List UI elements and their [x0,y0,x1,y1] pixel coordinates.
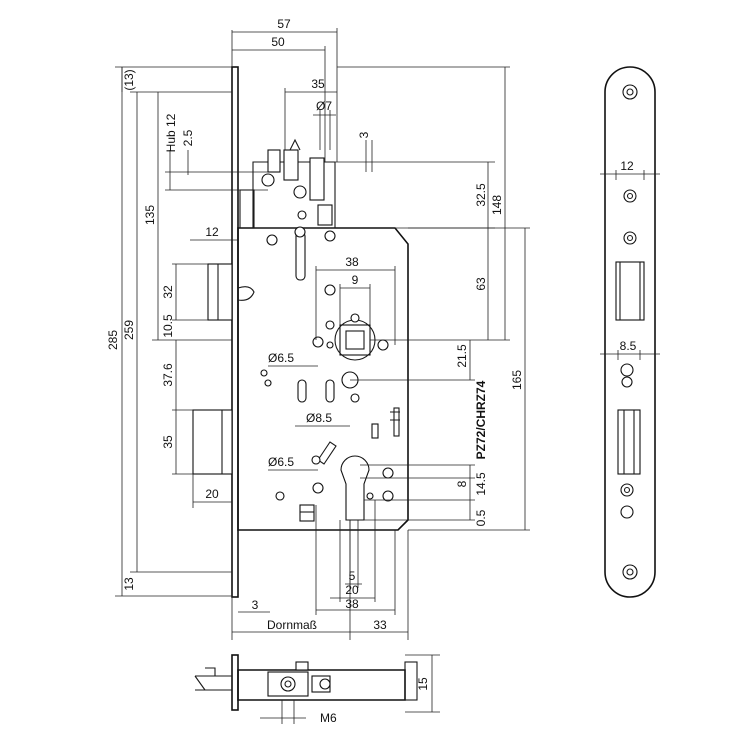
dimension-lines-bottom [231,500,409,640]
cylinder-label: PZ72/CHRZ74 [474,380,488,459]
dead-bolt [192,409,233,475]
dim-14-5: 14.5 [474,472,488,496]
dim-165: 165 [510,370,524,390]
dim-13-top: (13) [122,69,136,90]
dim-diameter-7: Ø7 [316,99,332,113]
dim-9: 9 [352,273,359,287]
dim-5: 5 [349,569,356,583]
dim-3-top: 3 [357,131,371,138]
dim-35-top: 35 [311,77,325,91]
dim-2-5: 2.5 [181,129,195,146]
dim-0-5: 0.5 [474,509,488,526]
dim-38-bottom: 38 [345,597,359,611]
section-dim-15: 15 [416,677,430,691]
right-dimension-labels: 32.5 148 63 21.5 PZ72/CHRZ74 165 8 14.5 … [455,183,524,526]
bottom-dimension-labels: 5 20 38 3 Dornmaß 33 [252,569,387,632]
bottom-section-view: 15 M6 [194,654,440,725]
dimension-lines-right [268,66,530,531]
dim-20-bolt: 20 [205,487,219,501]
plate-dim-12: 12 [620,159,634,173]
faceplate-screw-bottom [622,564,638,580]
dim-3-bottom: 3 [252,598,259,612]
plate-dim-8-5: 8.5 [620,339,637,353]
dim-33: 33 [373,618,387,632]
dim-38-inner: 38 [345,255,359,269]
dim-285: 285 [106,330,120,350]
latch-bolt [207,263,233,321]
dim-135: 135 [143,205,157,225]
dim-diameter-6-5-top: Ø6.5 [268,351,294,365]
dimension-lines-top [231,28,380,172]
dim-12-latch: 12 [205,225,219,239]
dim-diameter-6-5-bottom: Ø6.5 [268,455,294,469]
lock-case [237,227,409,531]
dim-hub-12: Hub 12 [164,113,178,152]
dim-37-6: 37.6 [161,363,175,387]
dim-148: 148 [490,195,504,215]
upper-housing [252,161,336,229]
faceplate-screw-top [622,84,638,100]
lock-body [192,66,409,598]
faceplate-view: 12 8.5 [600,66,660,598]
dim-10-5: 10.5 [161,314,175,338]
dim-21-5: 21.5 [455,344,469,368]
faceplate [604,66,656,598]
inner-dimension-labels: 38 9 Ø6.5 Ø8.5 Ø6.5 [268,255,359,469]
dim-50: 50 [271,35,285,49]
dim-diameter-8-5: Ø8.5 [306,411,332,425]
left-dimension-labels: 285 259 (13) 135 Hub 12 2.5 12 32 10.5 3… [106,69,219,590]
dimension-lines-left [115,66,268,597]
dim-259: 259 [122,320,136,340]
top-dimension-labels: 57 50 35 Ø7 3 [271,17,371,138]
follower-hub [339,324,371,356]
dim-8: 8 [455,480,469,487]
dim-63: 63 [474,277,488,291]
dim-35-bolt: 35 [161,435,175,449]
forend-plate [231,66,239,598]
dim-32: 32 [161,285,175,299]
latch-opening [615,261,645,321]
dim-32-5: 32.5 [474,183,488,207]
section-dim-m6: M6 [320,711,337,725]
dim-dornmass: Dornmaß [267,618,317,632]
dim-20-bottom: 20 [345,583,359,597]
bolt-opening [617,409,641,475]
dim-57: 57 [277,17,291,31]
cylinder-cutout [340,455,370,521]
dim-13-bottom: 13 [122,577,136,591]
